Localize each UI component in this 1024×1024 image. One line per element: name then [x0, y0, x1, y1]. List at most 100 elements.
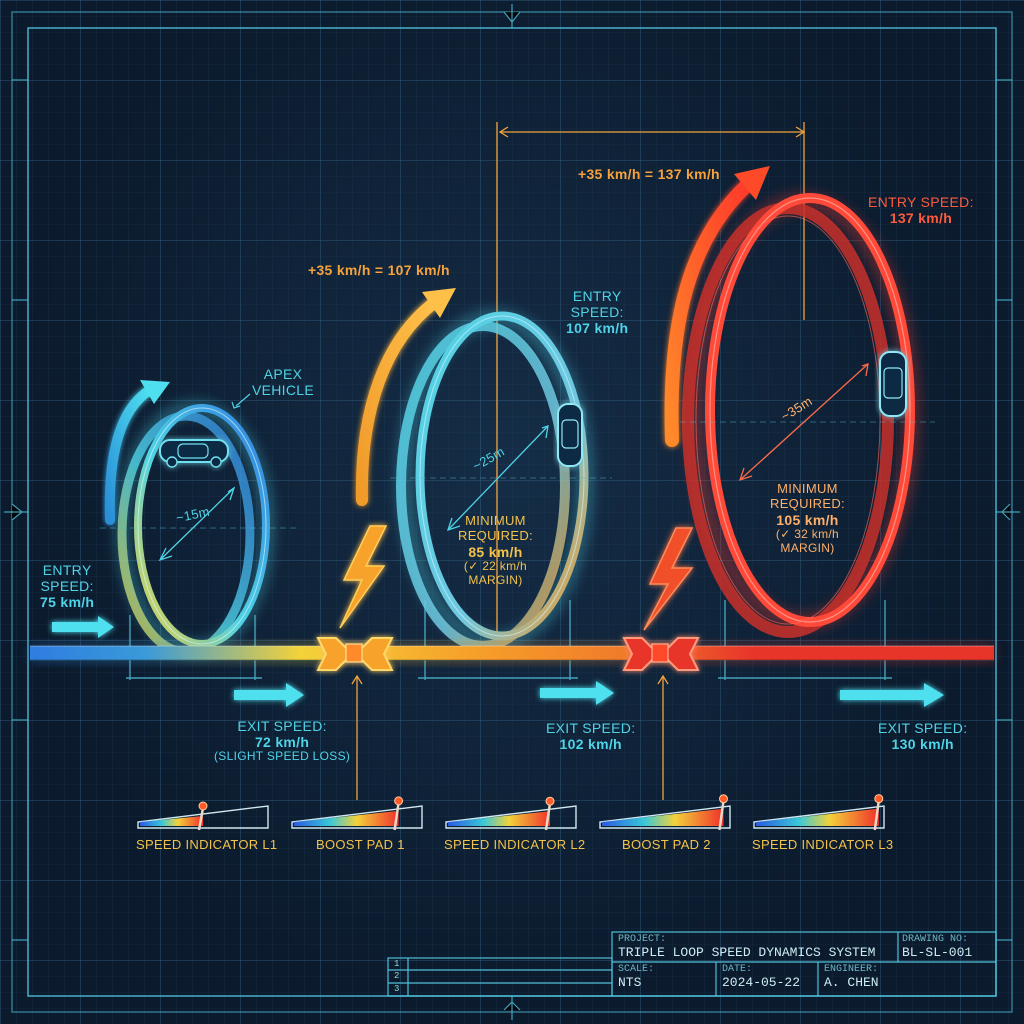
tb-drawing: DRAWING NO: BL-SL-001: [902, 934, 972, 960]
diameter-lines: [158, 425, 549, 562]
loop3-min-required: MINIMUM REQUIRED: 105 km/h (✓ 32 km/h MA…: [770, 481, 845, 556]
boost2-gain-label: +35 km/h = 137 km/h: [578, 166, 720, 182]
exit-arrow-2: [540, 681, 614, 705]
tb-date-key: DATE:: [722, 964, 753, 975]
tb-engineer-key: ENGINEER:: [824, 964, 879, 975]
tb-engineer-value: A. CHEN: [824, 975, 879, 990]
loop3-margin2: MARGIN): [780, 540, 835, 555]
arrow-loop3: [664, 179, 753, 447]
loop1-exit-speed: EXIT SPEED: 72 km/h (SLIGHT SPEED LOSS): [214, 718, 350, 764]
gauge-needle-knob: [394, 796, 404, 806]
loop1-exit-note: (SLIGHT SPEED LOSS): [214, 749, 351, 764]
gauge-needle-knob: [198, 801, 208, 811]
apex-label: APEX: [263, 366, 303, 382]
main-track: [30, 644, 994, 662]
gauge-1: [137, 801, 269, 831]
boost-pad-2: [622, 637, 700, 671]
loop3-min-value: 105 km/h: [776, 511, 839, 528]
gauge-fill: [448, 811, 550, 826]
arrow-loop2-head: [422, 288, 456, 318]
gauge-label-boost2: BOOST PAD 2: [622, 837, 711, 852]
loop2-margin2: MARGIN): [468, 572, 523, 587]
loop2-entry-value: 107 km/h: [566, 320, 629, 337]
loop2-entry-speed: ENTRY SPEED: 107 km/h: [566, 288, 628, 336]
gauge-needle-knob: [719, 794, 728, 804]
loop3-entry-label: ENTRY SPEED:: [868, 194, 974, 210]
loop2-min-label: MINIMUM: [465, 513, 526, 528]
loop2-exit-label: EXIT SPEED:: [546, 720, 636, 736]
car-icon-loop2: [557, 403, 583, 467]
arrow-loop2: [355, 296, 441, 506]
loop1-exit-value: 72 km/h: [254, 734, 310, 751]
exit-arrow-3: [840, 683, 944, 707]
frame-ticks: [4, 4, 1020, 1020]
loop3-exit-label: EXIT SPEED:: [878, 720, 968, 736]
tb-rev2: 2: [394, 971, 400, 981]
tb-rev3: 3: [394, 984, 400, 994]
gauge-fill: [602, 808, 724, 826]
gauge-needle: [393, 802, 400, 831]
car-icon-loop1: [159, 439, 229, 468]
exit-arrow-1: [234, 683, 304, 707]
boost1-gain-label: +35 km/h = 107 km/h: [308, 262, 450, 278]
loop-3: [682, 193, 920, 638]
loop3-min-label2: REQUIRED:: [770, 495, 845, 511]
tb-project-value: TRIPLE LOOP SPEED DYNAMICS SYSTEM: [618, 945, 876, 960]
tb-project-key: PROJECT:: [618, 934, 667, 945]
tb-scale: SCALE: NTS: [618, 964, 654, 990]
loop3-entry-speed: ENTRY SPEED: 137 km/h: [868, 194, 974, 226]
loop3-exit-value: 130 km/h: [891, 736, 954, 753]
gauge-3: [445, 796, 577, 831]
gauge-5: [753, 794, 885, 831]
tb-scale-key: SCALE:: [618, 964, 655, 975]
gauge-needle: [873, 800, 881, 831]
loop3-margin: (✓ 32 km/h: [775, 526, 839, 541]
gauge-2: [291, 796, 423, 831]
loop3-exit-speed: EXIT SPEED: 130 km/h: [878, 720, 967, 752]
gauge-4: [599, 794, 731, 831]
title-block: [387, 931, 997, 997]
gauge-outline: [599, 805, 731, 829]
tb-scale-value: NTS: [618, 975, 642, 990]
loop2-exit-value: 102 km/h: [559, 736, 622, 753]
tb-project: PROJECT: TRIPLE LOOP SPEED DYNAMICS SYST…: [618, 934, 875, 960]
gauge-fill: [756, 808, 879, 826]
loop2-entry-label: ENTRY: [572, 288, 622, 304]
gauge-outline: [753, 805, 885, 829]
gauge-outline: [445, 805, 577, 829]
loop2-min-required: MINIMUM REQUIRED: 85 km/h (✓ 22 km/h MAR…: [458, 513, 533, 588]
loop2-margin: (✓ 22 km/h: [463, 558, 527, 573]
gauge-label-l3: SPEED INDICATOR L3: [752, 837, 894, 852]
center-lines: [100, 421, 935, 529]
gauge-outline: [137, 805, 269, 829]
gauge-fill: [294, 810, 399, 826]
arrow-loop3-head: [734, 166, 770, 200]
loop2-exit-speed: EXIT SPEED: 102 km/h: [546, 720, 635, 752]
tb-date-value: 2024-05-22: [722, 975, 801, 990]
arrow-loop1-head: [140, 380, 170, 404]
gauge-needle-knob: [545, 796, 555, 806]
loop3-entry-value: 137 km/h: [889, 210, 953, 227]
arrow-loop1: [104, 385, 155, 525]
apex-label2: VEHICLE: [252, 382, 315, 399]
speed-gauges: [137, 794, 885, 831]
tb-engineer: ENGINEER: A. CHEN: [824, 964, 879, 990]
entry-arrow: [52, 616, 114, 638]
tb-drawing-key: DRAWING NO:: [902, 934, 969, 945]
gauge-needle: [718, 800, 725, 831]
loop2-min-value: 85 km/h: [468, 543, 523, 560]
gauge-label-l2: SPEED INDICATOR L2: [444, 837, 586, 852]
gauge-outline: [291, 805, 423, 829]
pad-leader-lines: [351, 674, 669, 800]
gauge-needle-knob: [874, 794, 884, 804]
gauge-label-boost1: BOOST PAD 1: [316, 837, 405, 852]
gauge-needle: [544, 803, 552, 831]
tb-drawing-value: BL-SL-001: [902, 945, 973, 960]
boost-pad-1: [316, 637, 394, 671]
car-icon-loop3: [879, 351, 907, 417]
lightning-icon-1: [339, 525, 388, 629]
apex-pointer: [231, 393, 251, 409]
